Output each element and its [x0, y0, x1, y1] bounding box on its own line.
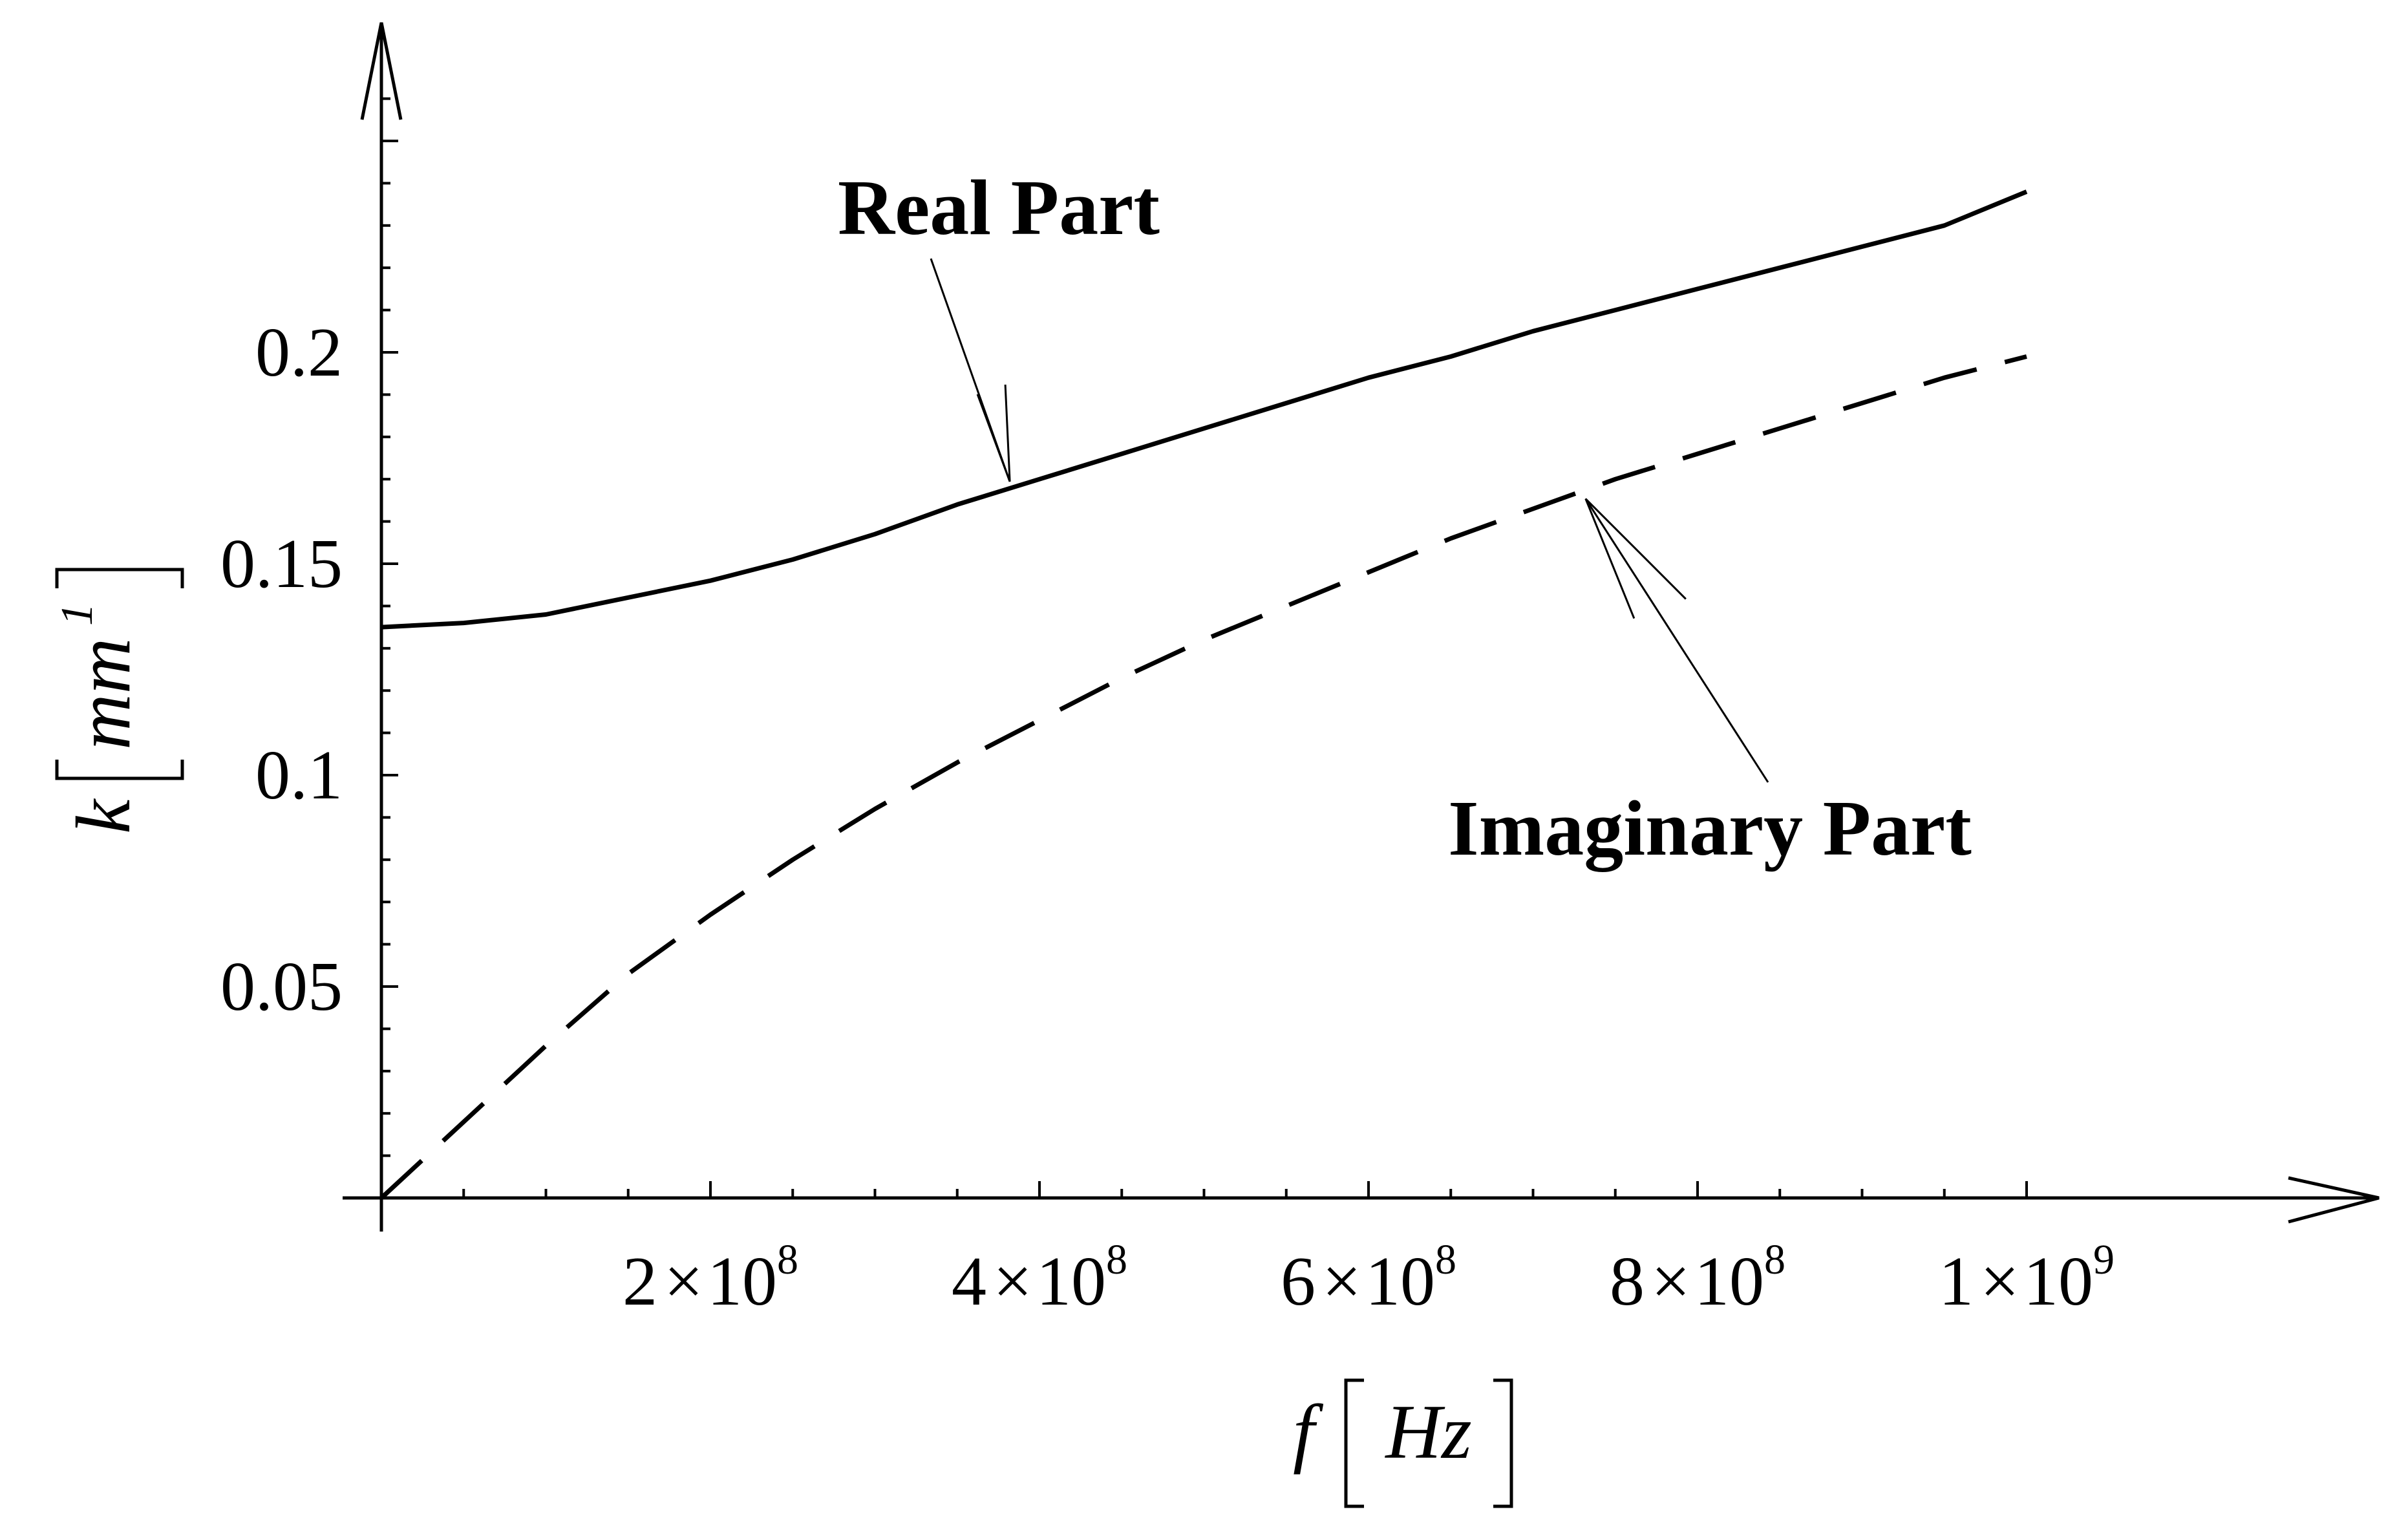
y-tick-label: 0.1: [255, 737, 343, 814]
axes: [343, 22, 2380, 1232]
x-axis-title: f Hz: [1293, 1378, 1513, 1508]
annotation-real-part: Real Part: [838, 164, 1160, 251]
imaginary-part-line: [379, 354, 2027, 1200]
x-right-bracket: [1493, 1378, 1513, 1508]
y-tick-label: 0.2: [255, 314, 343, 391]
y-axis-arrowhead: [360, 22, 403, 120]
y-tick-label: 0.05: [220, 948, 343, 1025]
imaginary-part-pointer-line: [1584, 498, 1769, 783]
x-axis-symbol: f: [1293, 1389, 1324, 1475]
series-layer: [379, 189, 2028, 1200]
annotation-imaginary-part: Imaginary Part: [1448, 785, 1972, 872]
real-part-line: [381, 189, 2028, 630]
x-axis-arrowhead: [2288, 1176, 2380, 1224]
x-left-bracket: [1344, 1378, 1364, 1508]
y-left-bracket: [55, 760, 184, 780]
x-tick-label: 4×108: [952, 1236, 1127, 1320]
y-axis-title: k mm 1: [52, 568, 184, 834]
y-axis-unit-exponent: 1: [52, 603, 102, 626]
y-right-bracket: [55, 568, 184, 588]
y-axis-unit: mm: [60, 638, 146, 750]
imaginary-part-pointer-arrowhead: [1584, 498, 1687, 619]
labels-layer: 2×108 4×108 6×108 8×108 1×109 0.05 0.1 0.15 0.2 R…: [52, 164, 2115, 1508]
x-axis-unit: Hz: [1384, 1389, 1471, 1475]
x-tick-label: 1×109: [1939, 1236, 2115, 1320]
y-tick-label: 0.15: [220, 526, 343, 603]
real-part-pointer-arrowhead: [976, 384, 1011, 482]
ticks-layer: [381, 97, 2028, 1198]
y-axis-symbol: k: [60, 798, 146, 834]
x-tick-label: 6×108: [1281, 1236, 1456, 1320]
x-tick-label: 8×108: [1610, 1236, 1785, 1320]
x-tick-label: 2×108: [623, 1236, 798, 1320]
